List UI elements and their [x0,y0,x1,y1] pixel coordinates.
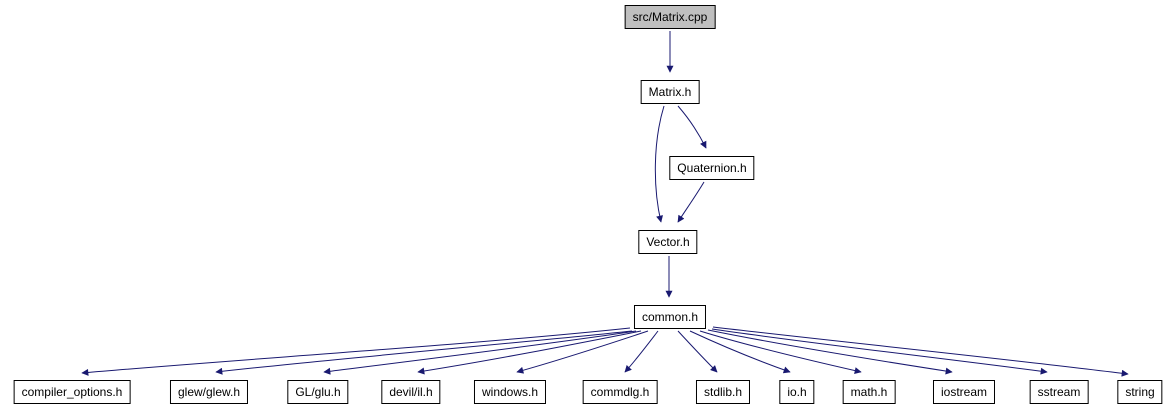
node-windows-h[interactable]: windows.h [473,380,547,404]
node-math-h[interactable]: math.h [842,380,896,404]
node-gl-glu-h[interactable]: GL/glu.h [287,380,349,404]
node-sstream[interactable]: sstream [1029,380,1089,404]
edge-commonh-windowsh [516,330,649,374]
node-commdlg-h[interactable]: commdlg.h [582,380,658,404]
edge-commonh-commdlgh [624,330,659,373]
node-compiler-options-h[interactable]: compiler_options.h [13,380,131,404]
edge-commonh-mathh [699,330,862,375]
edge-commonh-iostream [707,329,953,375]
node-iostream[interactable]: iostream [932,380,996,404]
edge-commonh-stdlibh [677,330,718,373]
node-io-h[interactable]: io.h [779,380,815,404]
node-stdlib-h[interactable]: stdlib.h [695,380,751,404]
edge-commonh-glewglewh [215,330,633,375]
edge-commonh-sstream [711,328,1048,375]
node-common-h[interactable]: common.h [633,305,707,329]
node-matrix-h[interactable]: Matrix.h [640,80,700,104]
edge-commonh-devililh [417,330,642,375]
edge-commonh-compileroptionsh [81,327,631,376]
edge-commonh-string [712,326,1129,377]
node-string[interactable]: string [1117,380,1163,404]
edge-matrixh-quaternionh [677,105,707,149]
node-glew-glew-h[interactable]: glew/glew.h [169,380,249,404]
node-quaternion-h[interactable]: Quaternion.h [669,156,755,180]
node-src-matrix-cpp[interactable]: src/Matrix.cpp [624,5,716,29]
edge-commonh-ioh [689,330,791,374]
node-vector-h[interactable]: Vector.h [638,230,698,254]
edge-quaternionh-vectorh [677,181,705,223]
edge-matrixh-vectorh [654,105,665,223]
node-devil-il-h[interactable]: devil/il.h [381,380,441,404]
edge-commonh-glgluh [323,330,637,375]
